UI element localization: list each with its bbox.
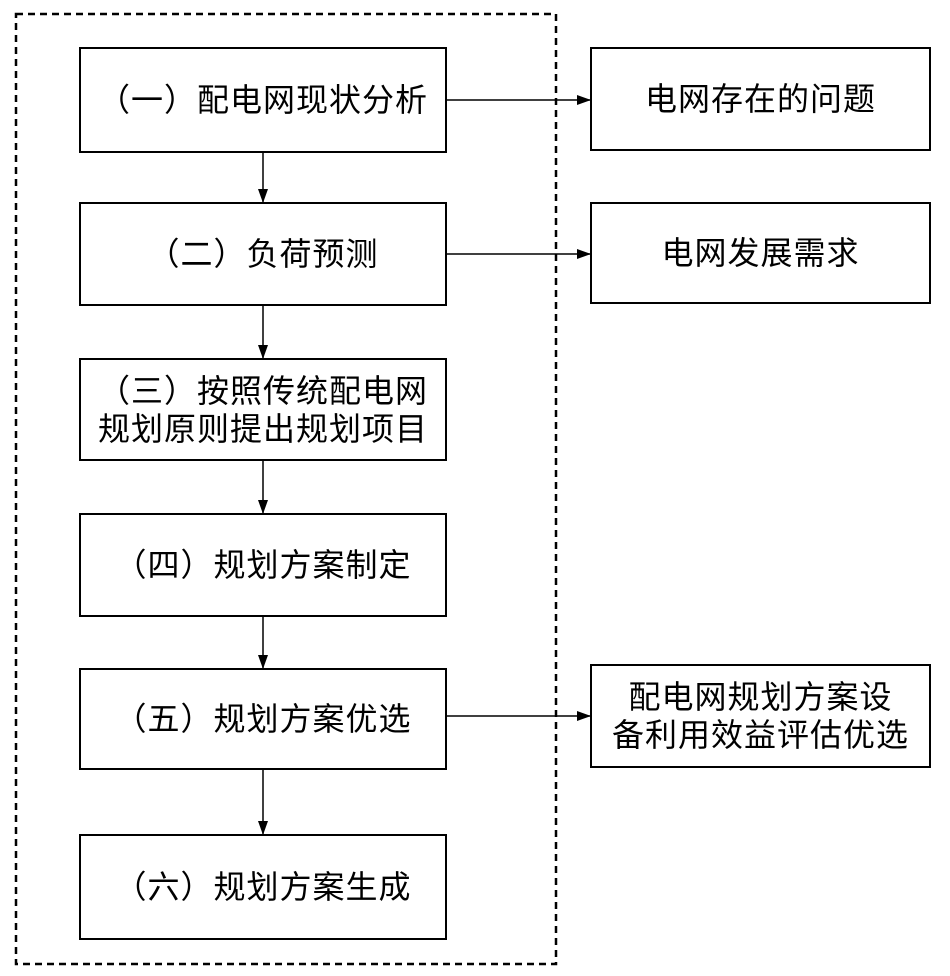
step-label-6: （六）规划方案生成 xyxy=(114,868,412,906)
step-box-5: （五）规划方案优选 xyxy=(79,668,447,770)
step-label-3: （三）按照传统配电网 规划原则提出规划项目 xyxy=(97,371,428,448)
step-label-2: （二）负荷预测 xyxy=(147,235,379,273)
output-label-1: 电网存在的问题 xyxy=(644,80,876,118)
step-box-3: （三）按照传统配电网 规划原则提出规划项目 xyxy=(79,358,447,461)
dashed-group-border xyxy=(14,12,558,966)
step-box-6: （六）规划方案生成 xyxy=(79,834,447,940)
output-label-2: 电网发展需求 xyxy=(661,234,860,272)
output-label-3: 配电网规划方案设 备利用效益评估优选 xyxy=(611,678,909,754)
step-label-1: （一）配电网现状分析 xyxy=(97,81,428,119)
step-box-2: （二）负荷预测 xyxy=(79,202,447,306)
step-box-1: （一）配电网现状分析 xyxy=(79,47,447,153)
step-box-4: （四）规划方案制定 xyxy=(79,513,447,617)
output-box-2: 电网发展需求 xyxy=(590,202,931,304)
output-box-1: 电网存在的问题 xyxy=(590,47,931,151)
step-label-5: （五）规划方案优选 xyxy=(114,700,412,738)
output-box-3: 配电网规划方案设 备利用效益评估优选 xyxy=(590,664,931,768)
step-label-4: （四）规划方案制定 xyxy=(114,546,412,584)
